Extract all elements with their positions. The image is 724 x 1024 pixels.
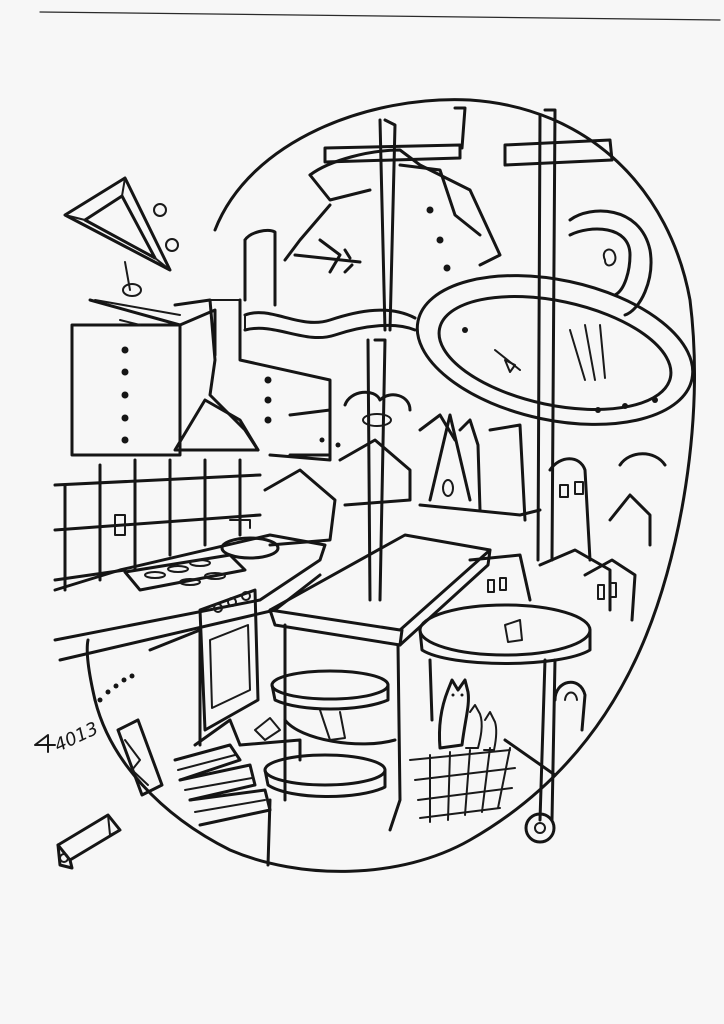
oval-frame [85,98,696,873]
wavy-shelf [243,308,417,340]
cats [438,678,498,751]
small-beam [56,813,122,870]
cityscape [263,390,667,643]
hook-shape [568,209,653,317]
upper-cabinets [70,298,217,457]
impossible-triangle [63,176,179,297]
counter-and-stove [53,533,327,747]
small-window [97,673,164,797]
airplane [293,238,362,274]
paper-edge-line [39,11,721,21]
range-hood [173,298,332,462]
arched-doorway [553,680,587,732]
artist-signature: 4013 [34,718,102,757]
round-table [418,603,592,844]
stairs [173,717,302,827]
vertical-poles [323,106,614,602]
round-seats [263,669,390,867]
tower-walls [243,148,502,307]
signature-text: 4013 [51,718,101,756]
floating-ring [415,274,695,426]
tiled-floor [409,738,557,823]
tiled-backsplash [53,458,262,592]
